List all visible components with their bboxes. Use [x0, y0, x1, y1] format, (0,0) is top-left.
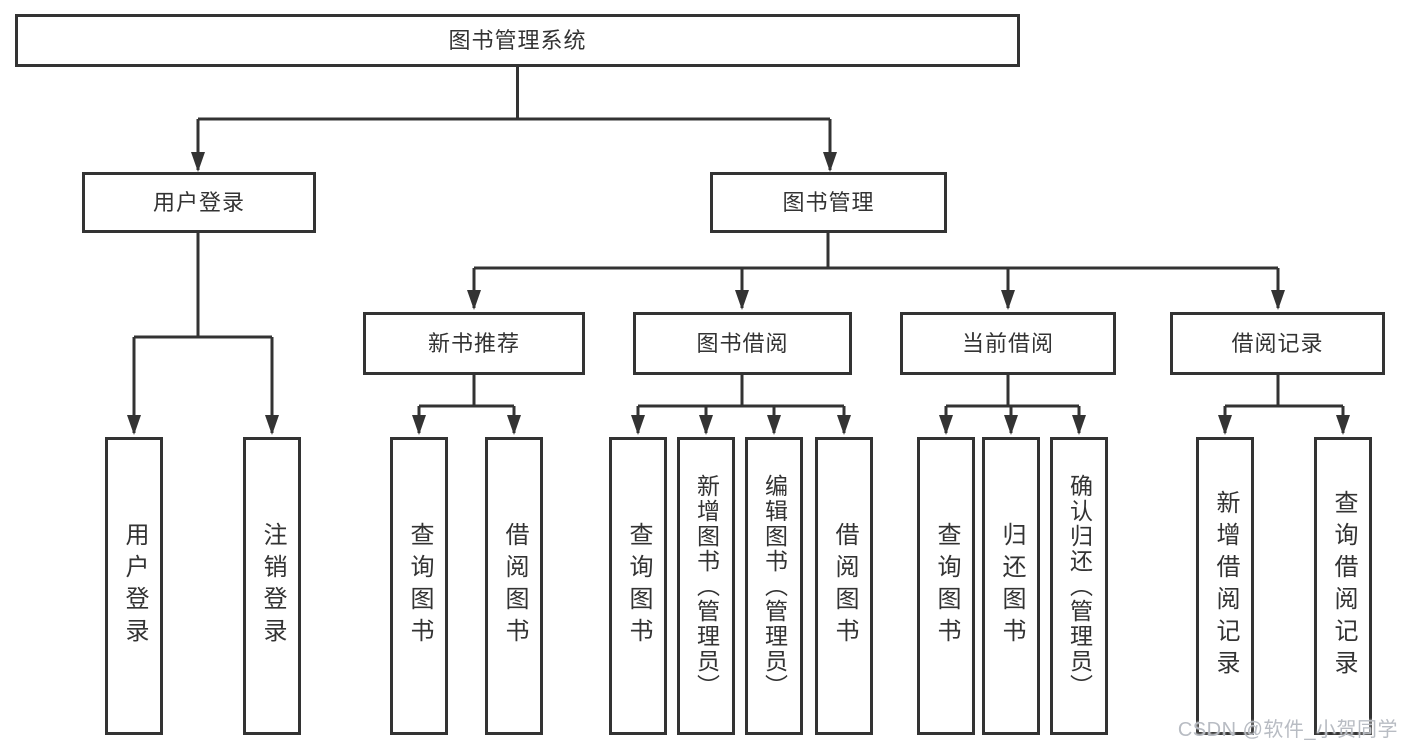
node-borrowing-records-label: 借阅记录	[1231, 330, 1324, 356]
node-new-book-recommend: 新书推荐	[363, 312, 585, 375]
leaf-query-books-borrowing: 查询图书	[609, 437, 667, 735]
leaf-query-books-current: 查询图书	[917, 437, 975, 735]
node-user-login-label: 用户登录	[152, 189, 245, 215]
leaf-add-books-admin: 新增图书（管理员）	[677, 437, 735, 735]
leaf-confirm-return-admin: 确认归还（管理员）	[1050, 437, 1108, 735]
leaf-logout-login-label: 注销登录	[259, 522, 286, 650]
csdn-watermark: CSDN @软件_小贺同学	[1177, 719, 1398, 741]
node-borrowing-records: 借阅记录	[1170, 312, 1385, 375]
node-book-borrowing-label: 图书借阅	[696, 330, 789, 356]
leaf-query-books-borrowing-label: 查询图书	[625, 522, 652, 650]
node-current-borrowing: 当前借阅	[900, 312, 1116, 375]
leaf-query-books-recommend-label: 查询图书	[406, 522, 433, 650]
leaf-borrow-books-recommend-label: 借阅图书	[501, 522, 528, 650]
node-book-management: 图书管理	[710, 172, 947, 233]
leaf-query-books-current-label: 查询图书	[933, 522, 960, 650]
leaf-return-books: 归还图书	[982, 437, 1040, 735]
leaf-query-borrow-record-label: 查询借阅记录	[1330, 490, 1357, 682]
leaf-logout-login: 注销登录	[243, 437, 301, 735]
leaf-borrow-books-recommend: 借阅图书	[485, 437, 543, 735]
node-book-management-label: 图书管理	[782, 189, 875, 215]
node-library-management-system-label: 图书管理系统	[448, 27, 587, 53]
leaf-edit-books-admin: 编辑图书（管理员）	[745, 437, 803, 735]
leaf-return-books-label: 归还图书	[998, 522, 1025, 650]
leaf-borrow-books-borrowing: 借阅图书	[815, 437, 873, 735]
node-user-login: 用户登录	[82, 172, 316, 233]
leaf-confirm-return-admin-label: 确认归还（管理员）	[1066, 473, 1093, 699]
node-book-borrowing: 图书借阅	[633, 312, 852, 375]
leaf-borrow-books-borrowing-label: 借阅图书	[831, 522, 858, 650]
leaf-query-books-recommend: 查询图书	[390, 437, 448, 735]
node-new-book-recommend-label: 新书推荐	[427, 330, 520, 356]
leaf-user-login: 用户登录	[105, 437, 163, 735]
node-library-management-system: 图书管理系统	[15, 14, 1020, 67]
leaf-add-books-admin-label: 新增图书（管理员）	[693, 473, 720, 699]
node-current-borrowing-label: 当前借阅	[961, 330, 1054, 356]
leaf-edit-books-admin-label: 编辑图书（管理员）	[761, 473, 788, 699]
leaf-add-borrow-record: 新增借阅记录	[1196, 437, 1254, 735]
leaf-add-borrow-record-label: 新增借阅记录	[1212, 490, 1239, 682]
leaf-user-login-label: 用户登录	[121, 522, 148, 650]
leaf-query-borrow-record: 查询借阅记录	[1314, 437, 1372, 735]
